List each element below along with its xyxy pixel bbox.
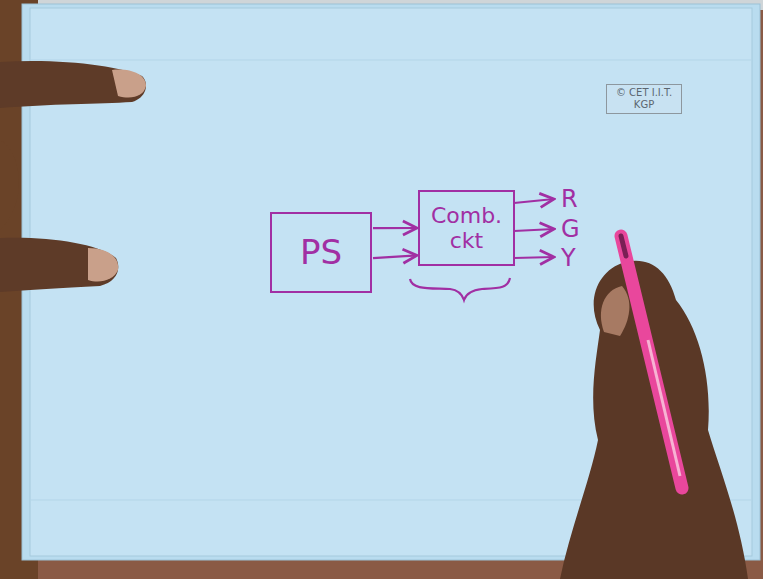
node-text: PS — [300, 233, 342, 272]
signal-name: G — [561, 215, 580, 243]
signal-name: Y — [561, 244, 576, 272]
watermark: © CET I.I.T. KGP — [606, 84, 682, 114]
output-arrows — [514, 199, 554, 258]
brace — [410, 278, 510, 300]
process-box: Comb. ckt — [418, 190, 515, 266]
right-hand — [560, 236, 748, 579]
signal-arrow — [373, 227, 417, 229]
process-box: PS — [270, 212, 372, 293]
signal-name: R — [561, 185, 578, 213]
node-text: Comb. ckt — [431, 203, 502, 254]
left-hand — [0, 61, 146, 292]
signal-arrow — [373, 255, 417, 258]
